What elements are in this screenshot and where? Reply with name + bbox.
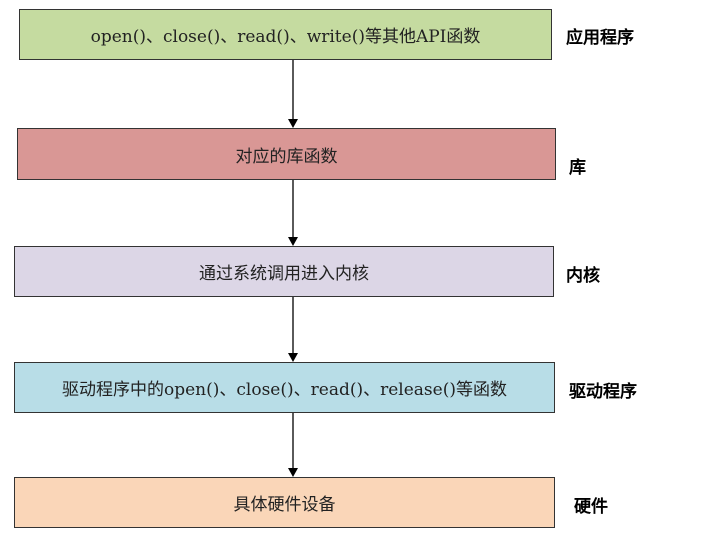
driver-functions-box: 驱动程序中的open()、close()、read()、release()等函数 xyxy=(14,362,555,413)
kernel-layer-label: 内核 xyxy=(566,266,600,286)
driver-layer-label: 驱动程序 xyxy=(569,382,637,402)
library-layer-label: 库 xyxy=(569,158,586,178)
api-functions-box: open()、close()、read()、write()等其他API函数 xyxy=(19,9,552,60)
hardware-device-box: 具体硬件设备 xyxy=(14,477,555,528)
system-call-box: 通过系统调用进入内核 xyxy=(14,246,554,297)
application-layer-label: 应用程序 xyxy=(566,28,634,48)
library-functions-box: 对应的库函数 xyxy=(17,128,556,180)
hardware-layer-label: 硬件 xyxy=(574,497,608,517)
